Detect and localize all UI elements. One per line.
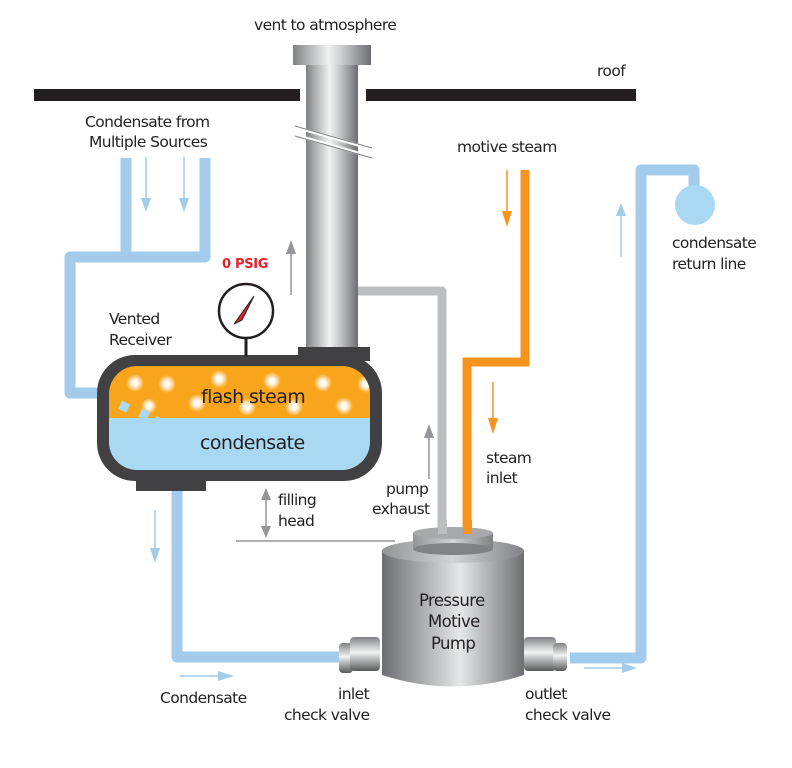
roof-label: roof (597, 62, 626, 80)
pressure-gauge-icon (217, 282, 275, 356)
inlet-manifold-pipe (64, 158, 211, 399)
vent-flow-arrow-up-icon (286, 240, 296, 295)
motive-steam-label: motive steam (457, 138, 557, 156)
filling-head-label-1: filling (278, 491, 316, 509)
pump-exhaust-label-2: exhaust (372, 500, 430, 518)
pump-exhaust-label-1: pump (386, 480, 428, 498)
inlet-valve-label-2: check valve (284, 706, 369, 724)
pump-label-1: Pressure (419, 591, 485, 610)
pump-label-2: Motive (428, 612, 480, 631)
inlet-check-valve-icon (339, 637, 380, 673)
steam-inlet-label-1: steam (486, 449, 531, 467)
return-line-label-1: condensate (672, 234, 756, 252)
roof-right (366, 89, 636, 101)
pump-inlet-pipe (171, 491, 345, 663)
receiver-label-1: Vented (109, 310, 160, 328)
pump-label-3: Pump (431, 634, 475, 653)
condensate-zone (109, 418, 370, 470)
filling-head-label-2: head (278, 512, 314, 530)
outlet-valve-label-1: outlet (525, 685, 567, 703)
pump-exhaust-pipe (358, 286, 447, 540)
pressure-motive-pump (382, 520, 524, 687)
condensate-flow-label: Condensate (160, 689, 247, 707)
inlet-valve-label-1: inlet (338, 685, 370, 703)
gauge-reading-label: 0 PSIG (222, 257, 268, 272)
outlet-valve-label-2: check valve (525, 706, 610, 724)
return-line-header (675, 185, 715, 225)
condensate-tank-label: condensate (200, 432, 305, 454)
outlet-check-valve-icon (524, 637, 567, 671)
outlet-flow-arrow-right-icon (584, 663, 637, 673)
condensate-flow-arrow-right-icon (180, 671, 234, 681)
flow-arrow-down-icon (141, 157, 151, 212)
sources-label-1: Condensate from (85, 113, 210, 131)
steam-arrow-down-icon (502, 170, 512, 227)
flow-arrow-down-icon (179, 157, 189, 212)
vent-stack (306, 65, 358, 350)
receiver-label-2: Receiver (109, 331, 172, 349)
condensate-return-pipe (570, 164, 700, 664)
steam-inlet-arrow-down-icon (488, 382, 498, 434)
vented-receiver: flash steam condensate (97, 347, 382, 491)
return-line-label-2: return line (672, 255, 746, 273)
drain-arrow-down-icon (150, 510, 160, 563)
flash-steam-label: flash steam (201, 386, 305, 408)
pipe-break-icon (294, 125, 373, 159)
steam-inlet-label-2: inlet (486, 469, 518, 487)
roof-left (34, 89, 300, 101)
sources-label-2: Multiple Sources (89, 133, 208, 151)
return-flow-arrow-up-icon (616, 203, 626, 257)
vent-cap (293, 45, 371, 65)
motive-steam-pipe (462, 170, 530, 540)
vent-label: vent to atmosphere (254, 16, 396, 34)
filling-head-arrow-icon (261, 488, 271, 538)
exhaust-arrow-up-icon (424, 424, 434, 479)
